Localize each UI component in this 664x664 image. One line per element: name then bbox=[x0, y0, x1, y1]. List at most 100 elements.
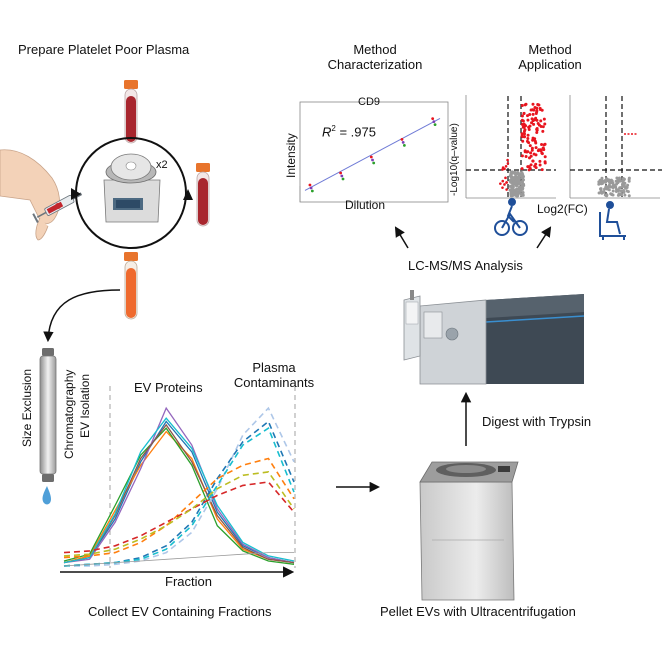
prepare-plasma-label: Prepare Platelet Poor Plasma bbox=[18, 42, 190, 57]
volcano-point bbox=[510, 187, 514, 192]
volcano-point bbox=[524, 155, 528, 159]
volcano-point bbox=[499, 182, 502, 185]
volcano-point bbox=[501, 186, 504, 189]
volcano-point bbox=[617, 176, 621, 180]
dilution-axis-label: Dilution bbox=[345, 198, 386, 212]
ev-proteins-label: EV Proteins bbox=[134, 380, 203, 395]
volcano-point bbox=[535, 128, 539, 132]
regression-point bbox=[402, 144, 406, 147]
volcano-point bbox=[613, 185, 617, 189]
method-application-title: Method Application bbox=[510, 42, 590, 72]
volcano-point bbox=[608, 181, 612, 185]
seated-person-icon bbox=[599, 201, 626, 240]
volcano-point bbox=[501, 179, 505, 183]
centrifuge-icon bbox=[103, 153, 161, 223]
r-squared-value: = .975 bbox=[335, 124, 376, 140]
volcano-point bbox=[543, 155, 547, 159]
volcano-point bbox=[525, 139, 529, 143]
volcano-point bbox=[540, 168, 544, 172]
volcano-point bbox=[626, 183, 630, 187]
volcano-point bbox=[534, 146, 538, 150]
volcano-point bbox=[602, 190, 606, 194]
volcano-point bbox=[623, 193, 627, 197]
volcano-point bbox=[532, 108, 536, 112]
volcano-point bbox=[504, 164, 508, 168]
volcano-point bbox=[520, 122, 524, 126]
log10q-axis-label: -Log10(q–value) bbox=[449, 123, 460, 196]
volcano-point bbox=[618, 178, 622, 182]
sec-label-line2: Chromatography bbox=[62, 369, 76, 459]
sec-column-icon bbox=[39, 348, 57, 482]
volcano-point bbox=[611, 186, 615, 190]
volcano-point bbox=[529, 108, 533, 112]
volcano-point bbox=[522, 135, 526, 139]
regression-point bbox=[431, 117, 435, 120]
volcano-point bbox=[505, 181, 508, 184]
volcano-point bbox=[604, 186, 608, 190]
fraction-axis-label: Fraction bbox=[165, 574, 212, 589]
volcano-point bbox=[526, 136, 530, 140]
volcano-point bbox=[597, 191, 601, 195]
volcano-point bbox=[520, 184, 525, 188]
method-application-line1: Method bbox=[528, 42, 572, 57]
elution-series-12 bbox=[63, 471, 295, 557]
elution-series-11 bbox=[63, 426, 295, 567]
volcano-point bbox=[528, 124, 532, 128]
volcano-point bbox=[543, 142, 547, 146]
sec-label-line3: EV Isolation bbox=[78, 373, 92, 438]
r-squared-label: R2 = .975 bbox=[322, 124, 376, 139]
elution-series-1 bbox=[63, 420, 295, 564]
volcano-point bbox=[532, 122, 536, 126]
volcano-point bbox=[520, 187, 524, 191]
volcano-point bbox=[623, 181, 627, 185]
volcano-point bbox=[535, 110, 539, 114]
volcano-point bbox=[534, 153, 538, 157]
regression-point bbox=[369, 155, 373, 159]
volcano-point bbox=[511, 185, 515, 189]
r-sup: 2 bbox=[331, 124, 336, 133]
volcano-point bbox=[539, 119, 543, 123]
volcano-point bbox=[513, 175, 517, 180]
volcano-point bbox=[526, 150, 530, 154]
volcano-plot-1 bbox=[465, 95, 556, 199]
volcano-point bbox=[520, 193, 525, 197]
volcano-point bbox=[597, 182, 601, 186]
volcano-point bbox=[541, 146, 545, 150]
regression-point bbox=[371, 158, 374, 162]
elution-series-8 bbox=[63, 420, 295, 567]
volcano-point bbox=[503, 167, 506, 171]
volcano-point bbox=[535, 106, 539, 110]
regression-point bbox=[310, 189, 314, 193]
blood-tube-right bbox=[196, 163, 210, 227]
volcano-point bbox=[520, 171, 524, 175]
volcano-point bbox=[518, 185, 522, 189]
elution-series-13 bbox=[63, 552, 294, 567]
volcano-point bbox=[611, 189, 615, 193]
volcano-point bbox=[541, 129, 545, 133]
plasma-contaminants-line1: Plasma bbox=[252, 360, 296, 375]
volcano-point bbox=[534, 141, 538, 145]
volcano-point bbox=[536, 122, 540, 126]
volcano-point bbox=[540, 108, 544, 112]
arrow-to-application bbox=[536, 226, 552, 249]
volcano-point bbox=[599, 182, 603, 186]
volcano-point bbox=[540, 143, 544, 147]
arm-illustration bbox=[0, 149, 60, 241]
blood-drop-icon bbox=[55, 203, 61, 209]
volcano-point bbox=[520, 132, 524, 136]
volcano-point bbox=[619, 193, 623, 197]
volcano-point bbox=[531, 138, 535, 142]
volcano-point bbox=[610, 179, 614, 183]
volcano-point bbox=[522, 111, 526, 115]
regression-point bbox=[309, 186, 313, 190]
volcano-point bbox=[543, 122, 547, 126]
volcano-point bbox=[529, 151, 533, 155]
volcano-point bbox=[523, 123, 527, 127]
volcano-point bbox=[514, 183, 518, 187]
sec-label-line1: Size Exclusion bbox=[20, 368, 34, 447]
plasma-tube bbox=[124, 252, 138, 320]
volcano-point bbox=[543, 161, 547, 165]
cd9-label: CD9 bbox=[358, 96, 381, 108]
volcano-point bbox=[531, 112, 535, 116]
ultracentrifuge-icon bbox=[419, 461, 519, 601]
